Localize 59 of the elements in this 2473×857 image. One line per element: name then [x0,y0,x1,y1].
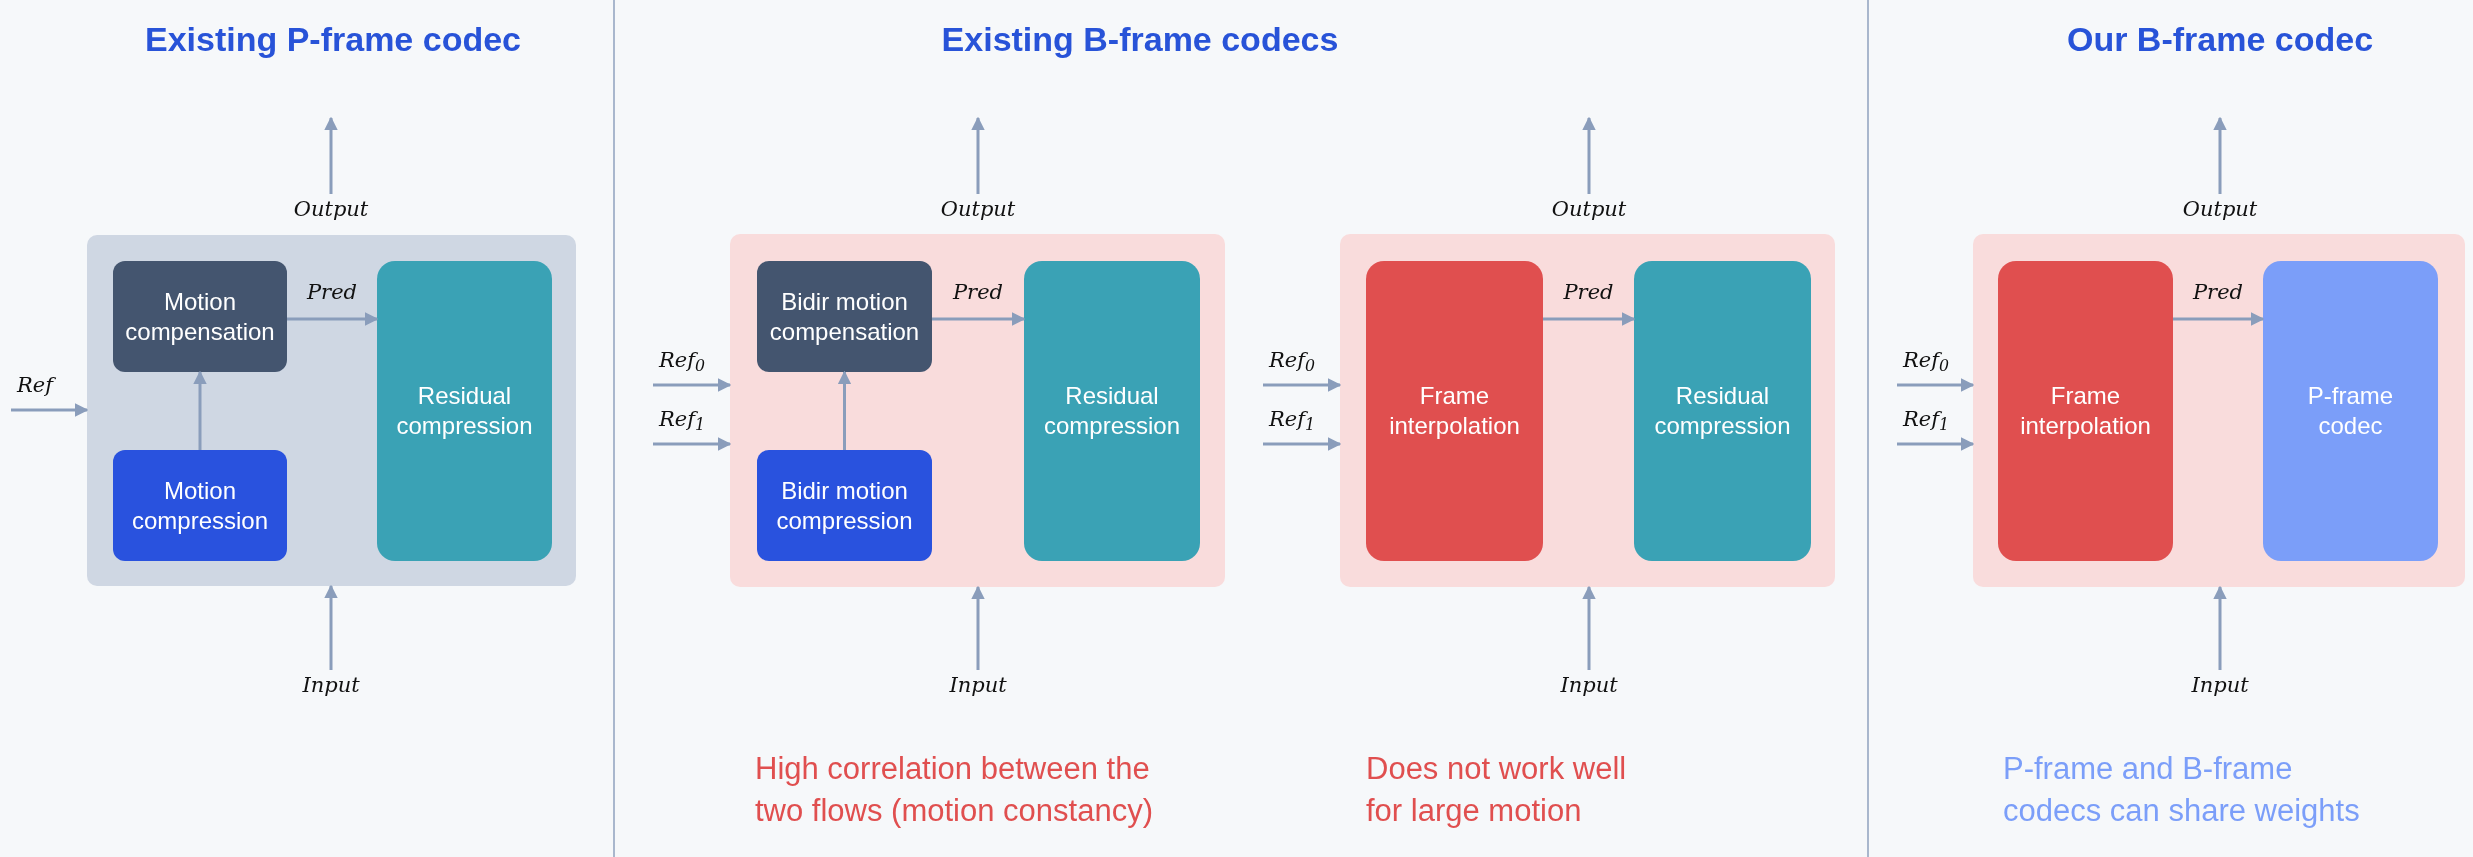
arrow [653,437,732,451]
section-heading: Existing P-frame codec [144,19,522,60]
section-heading: Existing B-frame codecs [940,19,1340,60]
process-box: Residual compression [1024,261,1200,561]
edge-label: Ref$_{0}$ [1903,347,1950,377]
codec-panel [1340,234,1835,587]
process-box: Frame interpolation [1366,261,1543,561]
process-box: Motion compensation [113,261,287,372]
edge-label: Ref$_{1}$ [1903,406,1950,436]
arrow [1543,312,1636,326]
process-box: Bidir motion compression [757,450,932,561]
arrow [2173,312,2265,326]
io-label: Output [281,194,381,226]
process-box: Residual compression [1634,261,1811,561]
section-heading: Our B-frame codec [2065,19,2375,60]
io-label: Output [2170,194,2270,226]
arrow [287,312,379,326]
note-text: P-frame and B-frame codecs can share weights [2003,750,2361,830]
edge-label: Ref$_{1}$ [1269,406,1316,436]
arrow [11,403,89,417]
arrow [1263,378,1342,392]
codec-panel [87,235,576,586]
arrow [193,370,207,450]
arrow [1582,585,1596,670]
process-box: Bidir motion compensation [757,261,932,372]
edge-label: Pred [305,279,358,306]
edge-label: Ref$_{0}$ [1269,347,1316,377]
note-text: High correlation between the two flows (motion constancy) [755,750,1154,830]
edge-label: Pred [1562,279,1615,306]
process-box: Residual compression [377,261,552,561]
edge-label: Ref$_{1}$ [659,406,706,436]
io-label: Output [1539,194,1639,226]
io-label: Input [928,670,1028,702]
process-box: Motion compression [113,450,287,561]
arrow [1897,437,1975,451]
arrow [324,584,338,670]
io-label: Input [281,670,381,702]
io-label: Output [928,194,1028,226]
io-label: Input [2170,670,2270,702]
edge-label: Pred [2191,279,2244,306]
arrow [932,312,1026,326]
arrow [653,378,732,392]
arrow [971,116,985,194]
codec-panel [730,234,1225,587]
process-box: P-frame codec [2263,261,2438,561]
process-box: Frame interpolation [1998,261,2173,561]
arrow [324,116,338,194]
arrow [1582,116,1596,194]
note-text: Does not work well for large motion [1366,750,1628,830]
arrow [837,370,852,450]
arrow [971,585,985,670]
edge-label: Pred [951,279,1004,306]
arrow [2213,585,2227,670]
io-label: Input [1539,670,1639,702]
arrow [1263,437,1342,451]
arrow [1897,378,1975,392]
edge-label: Ref$_{0}$ [659,347,706,377]
arrow [2213,116,2227,194]
codec-panel [1973,234,2465,587]
